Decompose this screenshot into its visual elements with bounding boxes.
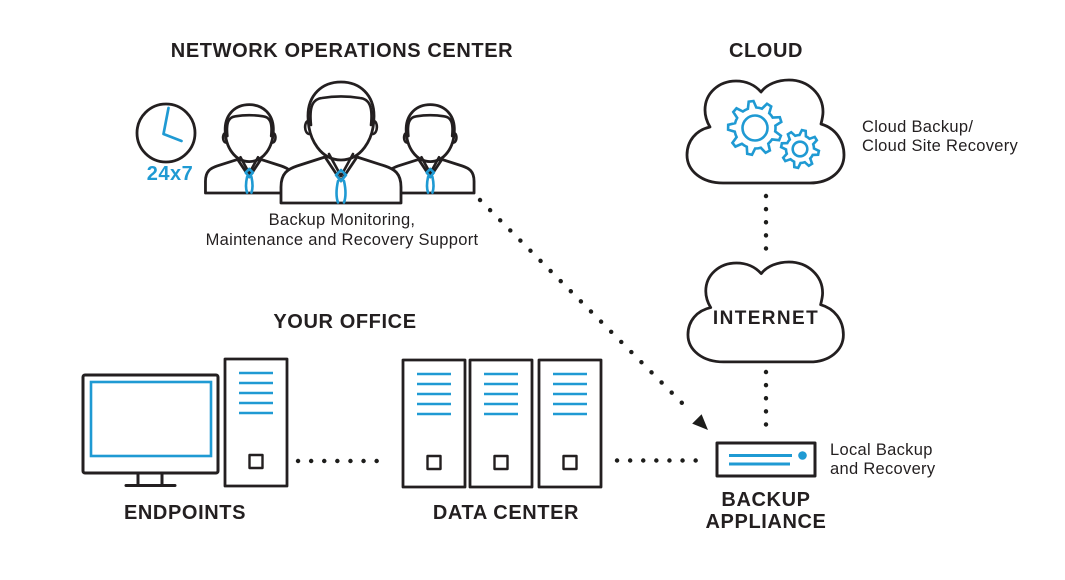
cloud-icon [685, 78, 846, 185]
appliance-lines [729, 454, 792, 466]
appliance-led [798, 451, 807, 460]
endpoints-label: ENDPOINTS [123, 502, 247, 524]
gear-large-icon [726, 99, 783, 157]
appliance-caption-line1: Local Backup [830, 441, 933, 459]
office-title: YOUR OFFICE [273, 311, 417, 333]
gears-icon [726, 99, 821, 170]
appliance-caption: Local Backup and Recovery [830, 441, 935, 479]
person-left-icon [204, 103, 295, 195]
appliance-label-line2: APPLIANCE [705, 511, 827, 533]
monitor-icon [81, 373, 220, 487]
clock-icon [135, 102, 197, 164]
clock-hands [162, 106, 183, 143]
cloud-title: CLOUD [728, 40, 804, 62]
clock-availability-label: 24x7 [146, 163, 194, 185]
appliance-caption-line2: and Recovery [830, 460, 936, 478]
noc-team-icon [204, 80, 476, 205]
person-center-icon [279, 80, 403, 205]
appliance-label: BACKUP APPLIANCE [706, 489, 827, 533]
monitor-frame [81, 373, 220, 475]
noc-title: NETWORK OPERATIONS CENTER [170, 40, 514, 62]
server-tower-icon [401, 358, 467, 489]
server-tower-icon [223, 357, 289, 488]
arrowhead-icon [692, 414, 708, 430]
server-tower-icon [537, 358, 603, 489]
noc-caption: Backup Monitoring, Maintenance and Recov… [206, 210, 479, 250]
appliance-box [715, 441, 817, 478]
monitor-screen [89, 380, 213, 458]
clock-face [135, 102, 197, 164]
gear-large-hole [741, 114, 769, 142]
gear-small-hole [791, 140, 809, 158]
cloud-caption-line1: Cloud Backup/ [862, 118, 974, 136]
cloud-caption: Cloud Backup/ Cloud Site Recovery [862, 118, 1018, 156]
datacenter-icon [401, 358, 603, 489]
server-tower-icon [468, 358, 534, 489]
internet-label: INTERNET [712, 308, 820, 329]
appliance-icon [715, 441, 817, 478]
datacenter-label: DATA CENTER [432, 502, 580, 524]
monitor-stand [124, 471, 177, 487]
gear-small-icon [779, 128, 821, 170]
appliance-label-line1: BACKUP [721, 489, 811, 511]
cloud-caption-line2: Cloud Site Recovery [862, 137, 1019, 155]
noc-caption-line2: Maintenance and Recovery Support [205, 231, 479, 249]
noc-caption-line1: Backup Monitoring, [268, 211, 416, 229]
